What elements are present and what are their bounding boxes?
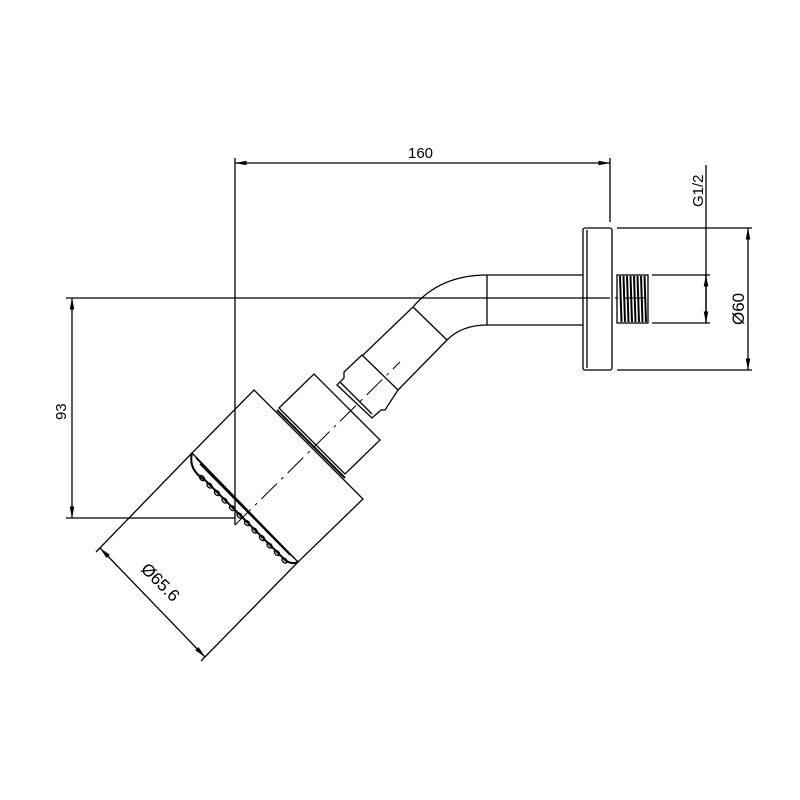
thread-ridge: [629, 275, 633, 323]
thread-ridge: [622, 275, 626, 323]
dimension-length-label: 160: [408, 145, 433, 162]
nozzle: [251, 527, 258, 534]
thread: [616, 274, 649, 324]
nozzle: [281, 557, 288, 564]
nozzle: [206, 482, 213, 489]
nozzle: [258, 534, 266, 542]
thread-ridge: [619, 275, 623, 323]
shower-arm: [361, 274, 583, 391]
center-line: [234, 361, 401, 526]
nozzle: [198, 474, 206, 482]
head-diameter-label: Ø65.6: [137, 559, 183, 605]
nozzle: [236, 512, 243, 519]
flange-diameter-label: Ø60: [729, 293, 748, 325]
wall-flange: [582, 227, 613, 371]
nozzle: [228, 504, 236, 512]
swivel-nut: [336, 354, 399, 419]
collar: [276, 373, 381, 479]
thread-ridge: [643, 275, 647, 323]
thread-label: G1/2: [690, 174, 707, 207]
nozzle: [273, 549, 281, 557]
thread-ridge: [636, 275, 640, 323]
dimension-g12: G1/2: [652, 165, 710, 324]
nozzle: [243, 519, 251, 527]
thread-ridge: [640, 275, 644, 323]
thread-ridge: [626, 275, 630, 323]
dimension-93: 93: [53, 297, 610, 519]
dimension-160: 160: [234, 145, 611, 525]
nozzle: [213, 489, 221, 497]
nozzle: [221, 497, 228, 504]
dimension-65-6: Ø65.6: [95, 452, 299, 662]
dimension-height-label: 93: [53, 403, 70, 420]
thread-ridge: [633, 275, 637, 323]
dimension-60: Ø60: [617, 227, 752, 371]
nozzle: [266, 542, 273, 549]
shower-head: [190, 389, 364, 565]
